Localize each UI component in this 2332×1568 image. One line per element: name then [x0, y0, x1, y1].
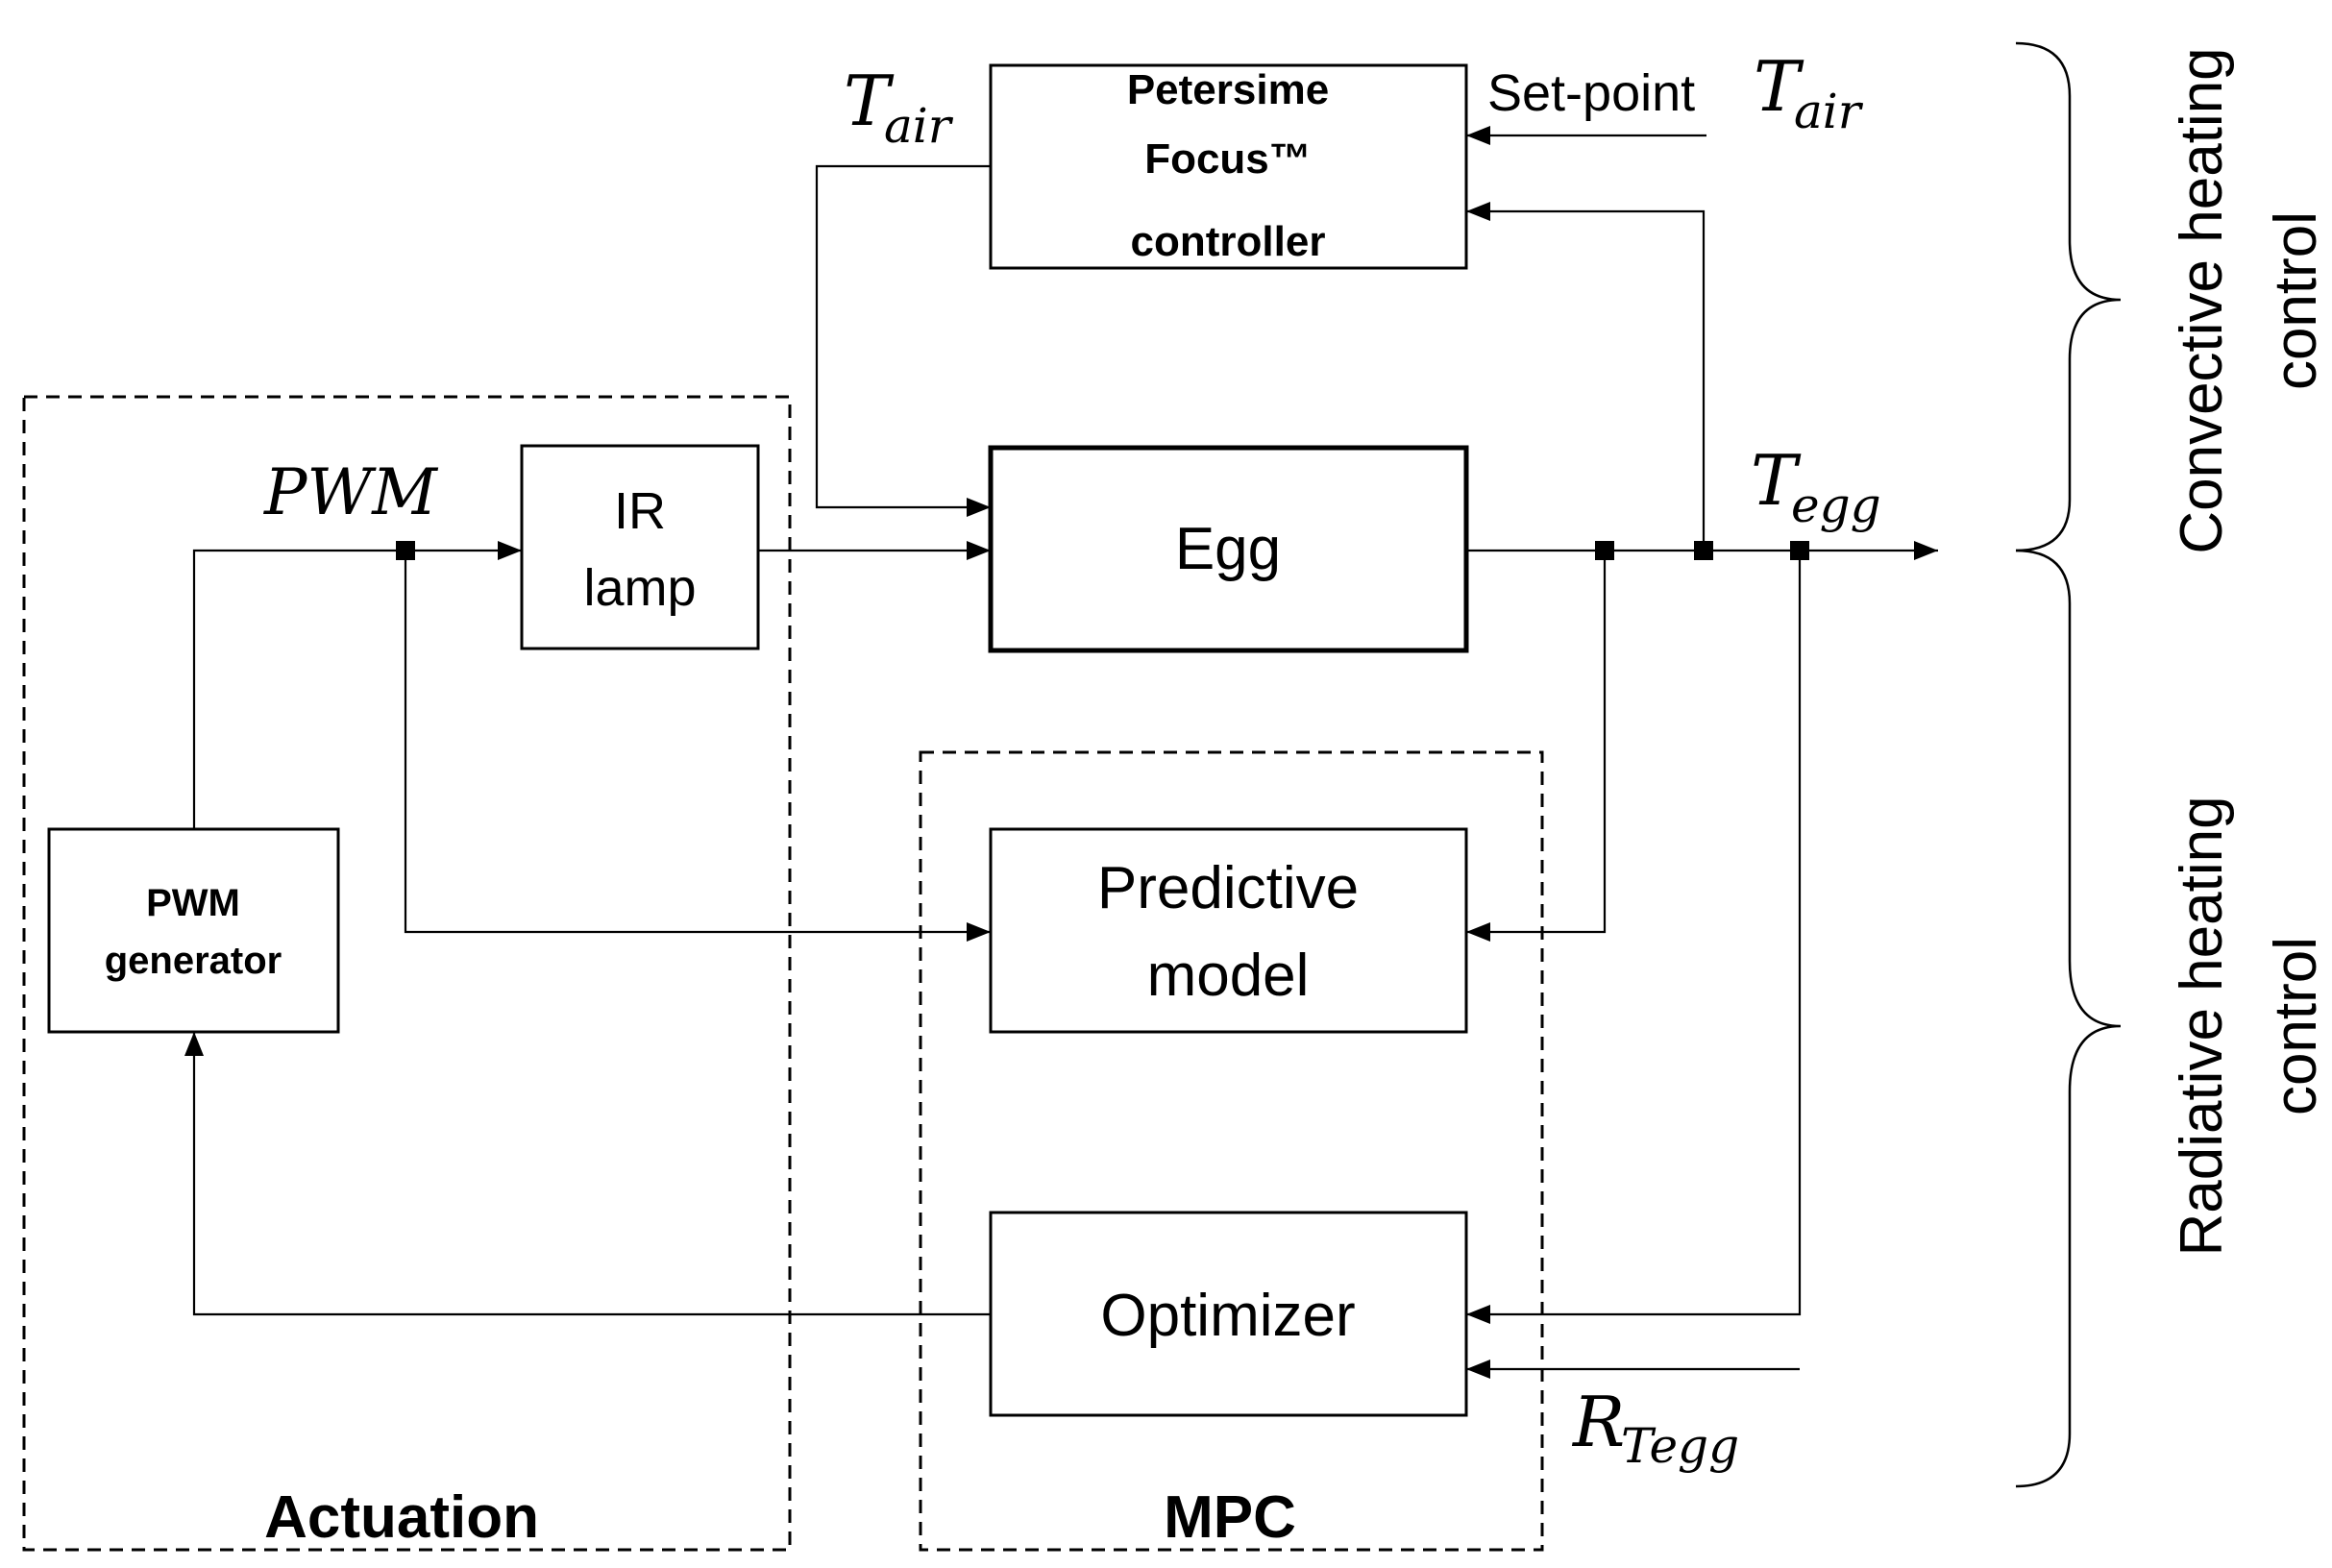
pwm-generator-line2: generator [105, 940, 282, 982]
optimizer-label: Optimizer [1100, 1283, 1355, 1349]
egg-label: Egg [1175, 516, 1281, 582]
radiative-brace [2015, 549, 2122, 1488]
reference-signal-label: R Tegg [1571, 1382, 1739, 1474]
t-air-to-egg-arrow [815, 164, 991, 517]
mpc-label: MPC [1164, 1484, 1296, 1551]
t-air-subscript: air [884, 98, 954, 154]
t-egg-signal-label: T egg [1751, 440, 1881, 533]
pwm-generator-line1: PWM [146, 882, 240, 924]
ir-lamp-block: IR lamp [520, 444, 760, 650]
ir-lamp-line2: lamp [583, 559, 696, 617]
pwm-to-predictive-model-arrow [404, 551, 991, 942]
reference-subscript: Tegg [1621, 1418, 1739, 1474]
actuation-label: Actuation [264, 1484, 539, 1551]
mpc-group [919, 750, 1544, 1552]
petersime-line3: controller [1131, 218, 1326, 265]
convective-heating-label: Convective heating control [2169, 47, 2329, 553]
convective-line2: control [2263, 211, 2329, 390]
ir-lamp-line1: IR [614, 482, 666, 540]
optimizer-block: Optimizer [989, 1211, 1468, 1417]
radiative-heating-label: Radiative heating control [2169, 796, 2329, 1256]
reference-symbol: R [1571, 1382, 1625, 1462]
petersime-controller-block: Petersime Focus™ controller [989, 63, 1468, 270]
optimizer-to-pwm-generator-arrow [184, 1032, 991, 1316]
t-egg-symbol: T [1751, 440, 1802, 521]
egg-block: Egg [988, 445, 1469, 653]
t-egg-junction-dot-2 [1694, 541, 1713, 560]
pwm-generator-block: PWM generator [47, 827, 340, 1034]
t-air-signal-label: T air [844, 61, 954, 154]
t-egg-to-predictive-model-arrow [1466, 551, 1607, 942]
t-air-symbol: T [844, 61, 895, 141]
t-egg-subscript: egg [1791, 478, 1881, 533]
pwm-output-wire [192, 549, 404, 829]
petersime-line2: Focus™ [1144, 135, 1312, 183]
convective-brace [2015, 41, 2122, 552]
petersime-line1: Petersime [1127, 66, 1329, 113]
radiative-line2: control [2263, 937, 2329, 1115]
t-egg-junction-dot-3 [1790, 541, 1809, 560]
t-egg-to-controller-arrow [1466, 202, 1706, 551]
pwm-signal-label: PWM [263, 455, 438, 529]
setpoint-label: Set-point T air [1487, 46, 1864, 139]
setpoint-subscript: air [1794, 84, 1864, 139]
predictive-model-line1: Predictive [1097, 855, 1359, 921]
predictive-model-block: Predictive model [989, 827, 1468, 1034]
setpoint-symbol: T [1754, 46, 1804, 127]
convective-line1: Convective heating [2169, 47, 2235, 553]
actuation-group [22, 395, 792, 1552]
t-egg-junction-dot-1 [1595, 541, 1614, 560]
predictive-model-line2: model [1147, 943, 1310, 1009]
t-egg-to-optimizer-arrow [1466, 551, 1802, 1324]
setpoint-prefix: Set-point [1487, 64, 1695, 122]
pwm-junction-dot [396, 541, 415, 560]
radiative-line1: Radiative heating [2169, 796, 2235, 1256]
